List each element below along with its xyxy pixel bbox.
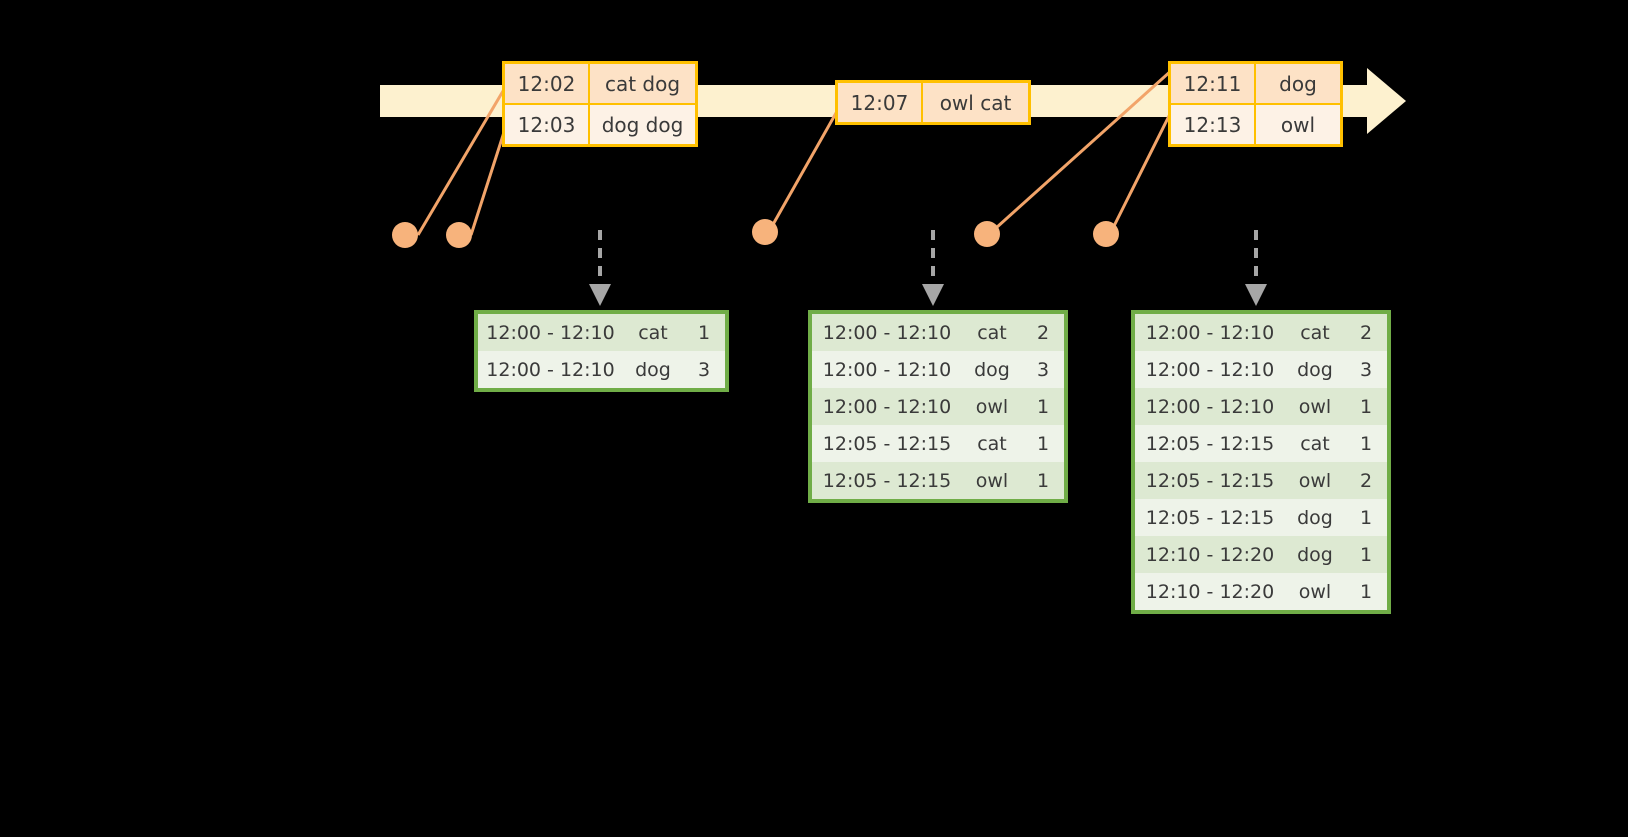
count-cell: 2 [1346,463,1386,498]
event-words: dog dog [601,112,684,137]
event-row: 12:02 cat dog [505,64,695,103]
result-table-2: 12:00 - 12:10 cat 2 12:00 - 12:10 dog 3 … [808,310,1068,503]
table-row: 12:00 - 12:10 cat 2 [1135,314,1387,351]
event-words: dog [1279,71,1317,96]
event-marker-2 [446,222,472,248]
count-cell: 2 [1346,315,1386,350]
word-cell: cat [963,426,1021,461]
table-row: 12:00 - 12:10 cat 2 [812,314,1064,351]
word-cell: dog [1286,500,1344,535]
event-row: 12:03 dog dog [505,103,695,144]
table-row: 12:05 - 12:15 dog 1 [1135,499,1387,536]
count-cell: 3 [1023,352,1063,387]
result-table-1: 12:00 - 12:10 cat 1 12:00 - 12:10 dog 3 [474,310,729,392]
table-row: 12:00 - 12:10 owl 1 [812,388,1064,425]
event-time: 12:07 [838,83,923,122]
count-cell: 1 [1346,574,1386,609]
flow-arrow-3 [1245,230,1267,306]
count-cell: 1 [1346,500,1386,535]
table-row: 12:10 - 12:20 dog 1 [1135,536,1387,573]
window-cell: 12:00 - 12:10 [813,352,961,387]
event-time: 12:13 [1171,105,1256,144]
window-cell: 12:10 - 12:20 [1136,537,1284,572]
event-row: 12:13 owl [1171,103,1340,144]
word-cell: dog [963,352,1021,387]
table-row: 12:00 - 12:10 dog 3 [812,351,1064,388]
event-words: owl cat [939,90,1012,115]
window-cell: 12:05 - 12:15 [1136,500,1284,535]
event-marker-5 [1093,221,1119,247]
table-row: 12:00 - 12:10 cat 1 [478,314,725,351]
count-cell: 1 [1346,537,1386,572]
event-time: 12:11 [1171,64,1256,103]
window-cell: 12:10 - 12:20 [1136,574,1284,609]
event-words: owl [1280,112,1316,137]
event-time: 12:03 [505,105,590,144]
count-cell: 1 [684,315,724,350]
window-cell: 12:00 - 12:10 [479,315,622,350]
table-row: 12:00 - 12:10 dog 3 [478,351,725,388]
table-row: 12:00 - 12:10 dog 3 [1135,351,1387,388]
event-marker-3 [752,219,778,245]
window-cell: 12:05 - 12:15 [813,463,961,498]
table-row: 12:05 - 12:15 cat 1 [1135,425,1387,462]
window-cell: 12:00 - 12:10 [479,352,622,387]
event-row: 12:07 owl cat [838,83,1028,122]
event-row: 12:11 dog [1171,64,1340,103]
event-group-1: 12:02 cat dog 12:03 dog dog [502,61,698,147]
word-cell: dog [624,352,682,387]
word-cell: cat [624,315,682,350]
event-marker-4 [974,221,1000,247]
window-cell: 12:05 - 12:15 [813,426,961,461]
window-cell: 12:05 - 12:15 [1136,463,1284,498]
word-cell: cat [963,315,1021,350]
count-cell: 1 [1023,463,1063,498]
window-cell: 12:00 - 12:10 [1136,389,1284,424]
count-cell: 3 [1346,352,1386,387]
event-words: cat dog [604,71,681,96]
event-group-3: 12:11 dog 12:13 owl [1168,61,1343,147]
flow-arrow-2 [922,230,944,306]
window-cell: 12:00 - 12:10 [1136,315,1284,350]
flow-arrow-1 [589,230,611,306]
window-cell: 12:05 - 12:15 [1136,426,1284,461]
count-cell: 1 [1023,389,1063,424]
timeline-arrowhead-icon [1367,68,1406,134]
word-cell: cat [1286,426,1344,461]
window-cell: 12:00 - 12:10 [813,315,961,350]
count-cell: 1 [1023,426,1063,461]
table-row: 12:05 - 12:15 owl 2 [1135,462,1387,499]
count-cell: 1 [1346,389,1386,424]
window-cell: 12:00 - 12:10 [813,389,961,424]
word-cell: cat [1286,315,1344,350]
count-cell: 3 [684,352,724,387]
word-cell: dog [1286,537,1344,572]
table-row: 12:10 - 12:20 owl 1 [1135,573,1387,610]
event-marker-1 [392,222,418,248]
table-row: 12:05 - 12:15 cat 1 [812,425,1064,462]
table-row: 12:05 - 12:15 owl 1 [812,462,1064,499]
event-time: 12:02 [505,64,590,103]
word-cell: owl [1286,389,1344,424]
word-cell: owl [1286,463,1344,498]
word-cell: owl [1286,574,1344,609]
word-cell: owl [963,463,1021,498]
window-cell: 12:00 - 12:10 [1136,352,1284,387]
word-cell: dog [1286,352,1344,387]
count-cell: 2 [1023,315,1063,350]
event-group-2: 12:07 owl cat [835,80,1031,125]
word-cell: owl [963,389,1021,424]
result-table-3: 12:00 - 12:10 cat 2 12:00 - 12:10 dog 3 … [1131,310,1391,614]
count-cell: 1 [1346,426,1386,461]
table-row: 12:00 - 12:10 owl 1 [1135,388,1387,425]
